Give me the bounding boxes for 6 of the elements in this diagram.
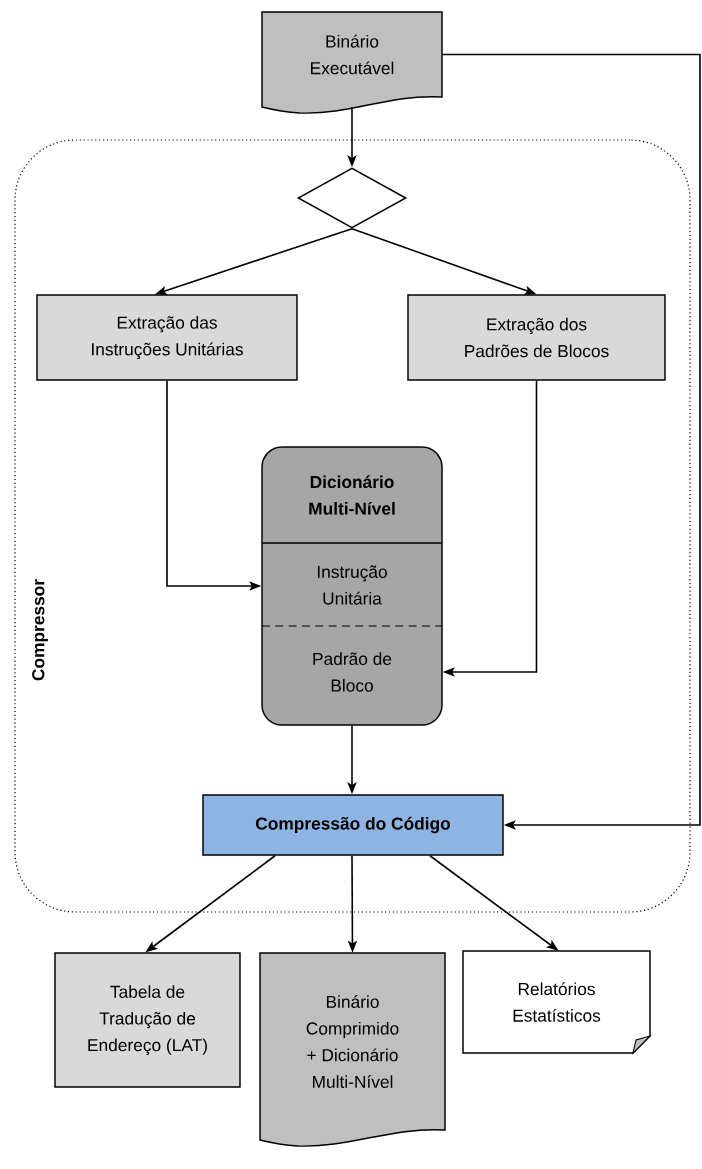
process-box: Compressão do Código xyxy=(202,794,504,856)
arrow xyxy=(441,53,701,830)
dictionary-box: Dicionário Multi-Nível Instrução Unitária Padrão de Bloco xyxy=(261,446,443,726)
process-box: Tabela de Tradução de Endereço (LAT) xyxy=(54,952,241,1088)
process-box: Extração dos Padrões de Blocos xyxy=(407,294,666,381)
process-box: Extração das Instruções Unitárias xyxy=(36,294,298,381)
